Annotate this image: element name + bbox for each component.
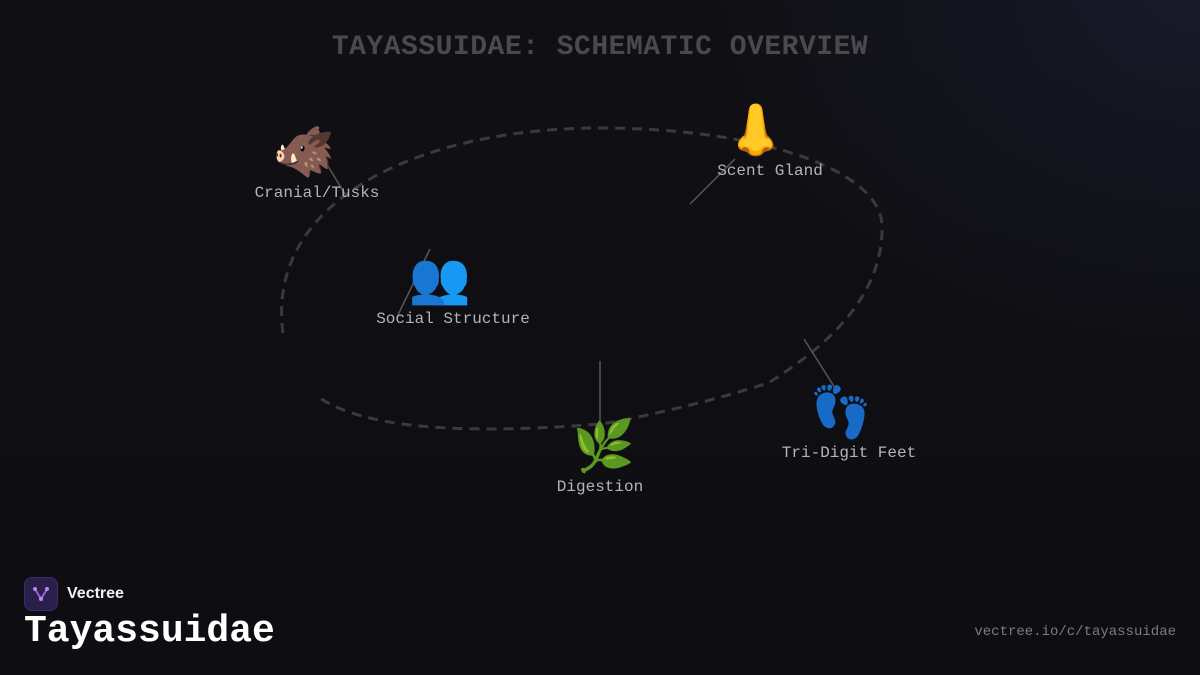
node-social-structure: 👥 Social Structure	[353, 250, 553, 328]
nose-icon: 👃	[724, 101, 788, 159]
node-label: Digestion	[556, 478, 644, 496]
diagram-title: TAYASSUIDAE: SCHEMATIC OVERVIEW	[331, 32, 869, 63]
connector-social	[396, 248, 431, 318]
node-tri-digit-feet: 👣 Tri-Digit Feet	[749, 384, 949, 462]
brand-name: Vectree	[67, 585, 124, 602]
node-label: Cranial/Tusks	[254, 184, 380, 202]
node-label: Social Structure	[376, 310, 530, 328]
lifecycle-loop	[280, 126, 884, 431]
connector-cranial	[322, 157, 346, 195]
page-title: Tayassuidae	[24, 610, 275, 653]
node-label: Tri-Digit Feet	[781, 444, 917, 462]
node-cranial-tusks: 🐗 Cranial/Tusks	[217, 124, 417, 202]
vectree-logo-icon	[24, 577, 58, 611]
brand[interactable]: Vectree	[24, 577, 124, 611]
node-scent-gland: 👃 Scent Gland	[670, 102, 870, 180]
herb-icon: 🌿	[572, 417, 636, 475]
boar-icon: 🐗	[272, 123, 336, 181]
node-label: Scent Gland	[717, 162, 823, 180]
people-icon: 👥	[408, 249, 472, 307]
node-digestion: 🌿 Digestion	[500, 418, 700, 496]
source-url-link[interactable]: vectree.io/c/tayassuidae	[974, 624, 1176, 640]
connector-feet	[803, 338, 836, 389]
footprints-icon: 👣	[809, 383, 873, 441]
connector-scent	[689, 158, 736, 205]
